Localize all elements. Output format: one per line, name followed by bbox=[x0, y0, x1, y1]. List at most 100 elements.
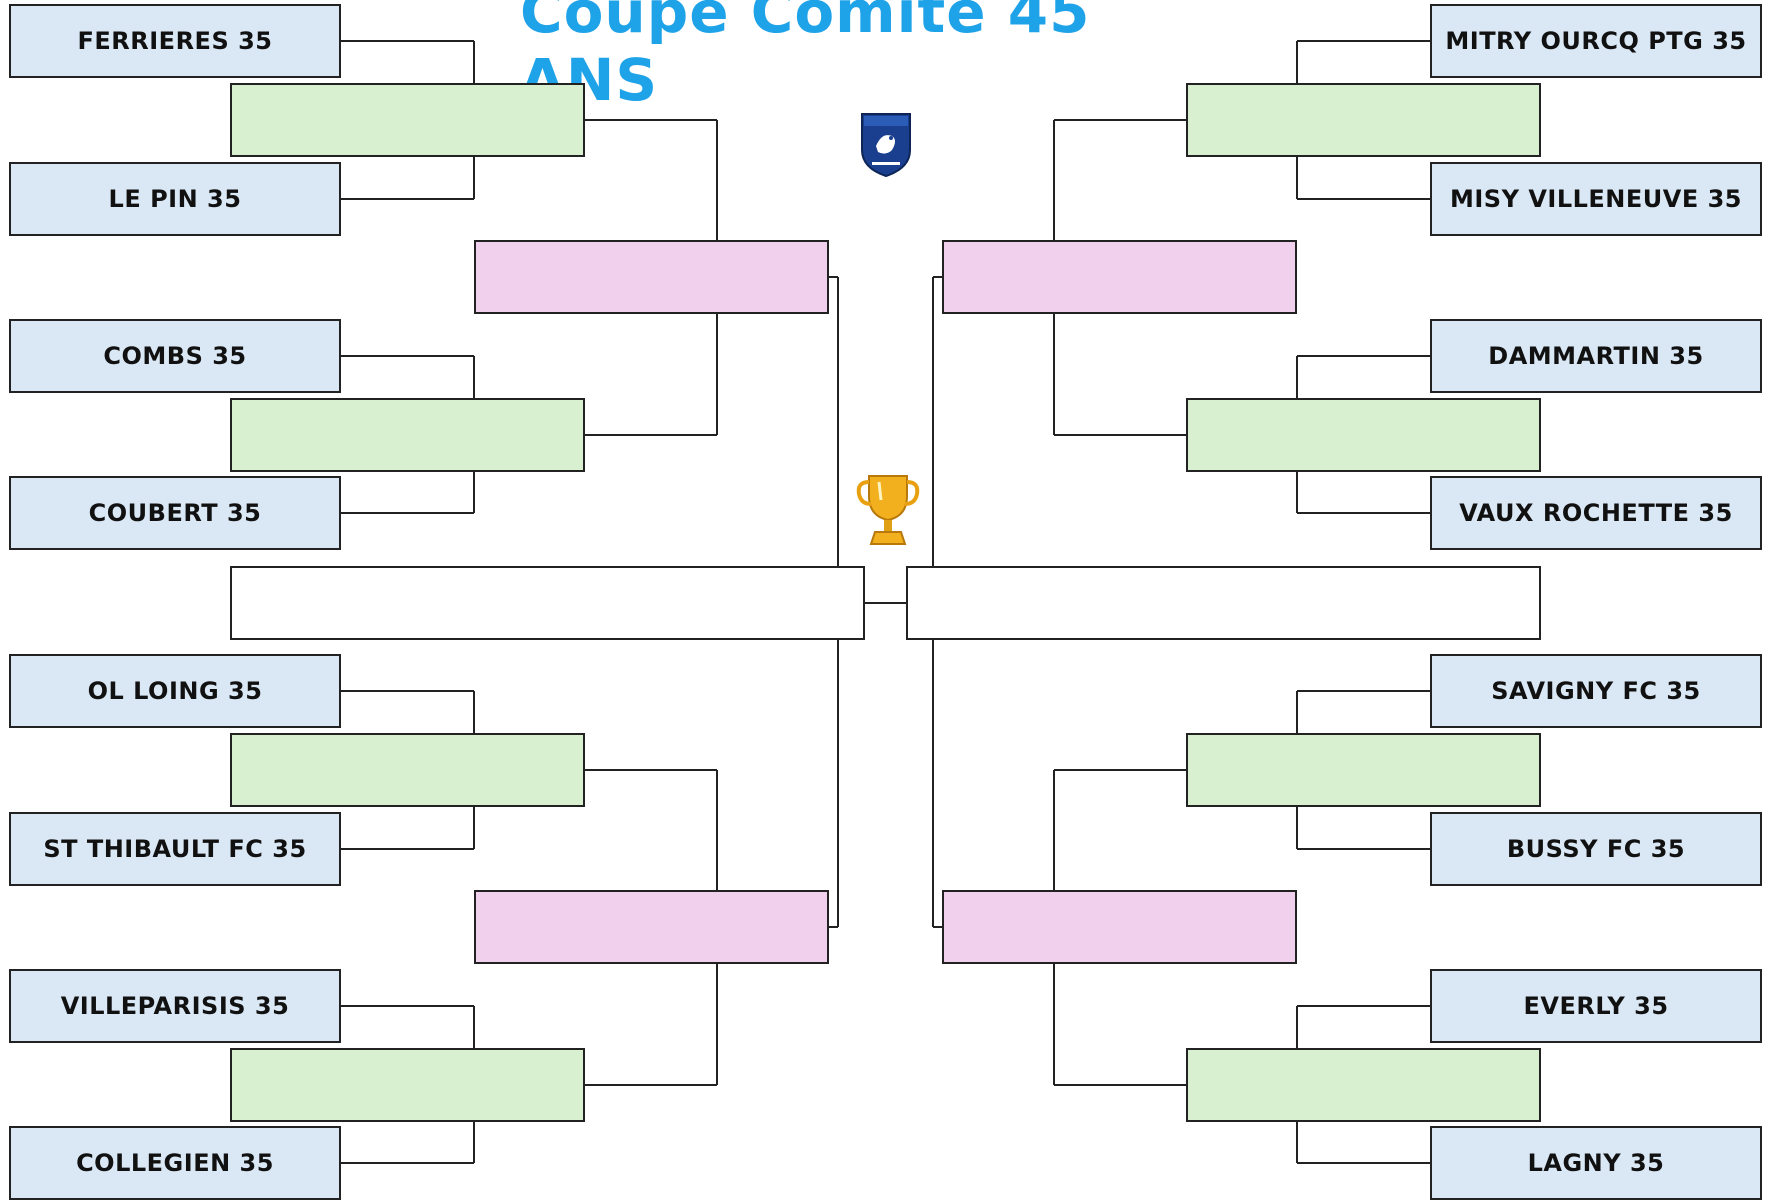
connector-r2-h-right-4 bbox=[1054, 1084, 1186, 1086]
connector-r1-h-right-4 bbox=[1297, 512, 1430, 514]
connector-r1-h-right-8 bbox=[1297, 1162, 1430, 1164]
connector-r1-v-right-6 bbox=[1296, 807, 1298, 849]
trophy-icon bbox=[856, 475, 920, 545]
team-box-right-2-label: MISY VILLENEUVE 35 bbox=[1449, 185, 1742, 213]
connector-r1-v-left-6 bbox=[473, 807, 475, 849]
connector-r2-h-right-1 bbox=[1054, 119, 1186, 121]
team-box-left-7-label: VILLEPARISIS 35 bbox=[60, 992, 290, 1020]
team-box-right-4: VAUX ROCHETTE 35 bbox=[1430, 476, 1762, 550]
round2-box-right-1 bbox=[1186, 83, 1541, 157]
team-box-right-1: MITRY OURCQ PTG 35 bbox=[1430, 4, 1762, 78]
round3-box-left-1 bbox=[474, 240, 829, 314]
team-box-right-2: MISY VILLENEUVE 35 bbox=[1430, 162, 1762, 236]
connector-r3-h-right-1 bbox=[933, 276, 942, 278]
connector-r3-v-left-1 bbox=[837, 277, 839, 566]
team-box-left-3: COMBS 35 bbox=[9, 319, 341, 393]
connector-r2-v-left-4 bbox=[716, 964, 718, 1085]
round3-box-right-2 bbox=[942, 890, 1297, 964]
team-box-left-6-label: ST THIBAULT FC 35 bbox=[43, 835, 307, 863]
connector-r2-v-left-2 bbox=[716, 314, 718, 435]
team-box-left-2: LE PIN 35 bbox=[9, 162, 341, 236]
team-box-right-6-label: BUSSY FC 35 bbox=[1506, 835, 1686, 863]
team-box-right-6: BUSSY FC 35 bbox=[1430, 812, 1762, 886]
connector-r2-v-left-3 bbox=[716, 770, 718, 890]
connector-r1-v-right-3 bbox=[1296, 356, 1298, 398]
team-box-right-4-label: VAUX ROCHETTE 35 bbox=[1459, 499, 1733, 527]
team-box-right-5: SAVIGNY FC 35 bbox=[1430, 654, 1762, 728]
connector-r1-h-left-6 bbox=[341, 848, 474, 850]
connector-r3-h-right-2 bbox=[933, 926, 942, 928]
connector-r1-v-right-4 bbox=[1296, 472, 1298, 513]
team-box-left-7: VILLEPARISIS 35 bbox=[9, 969, 341, 1043]
connector-r2-h-right-2 bbox=[1054, 434, 1186, 436]
connector-r1-v-right-8 bbox=[1296, 1122, 1298, 1163]
connector-r1-v-left-2 bbox=[473, 157, 475, 199]
team-box-left-6: ST THIBAULT FC 35 bbox=[9, 812, 341, 886]
round2-box-right-3 bbox=[1186, 733, 1541, 807]
team-box-left-4: COUBERT 35 bbox=[9, 476, 341, 550]
team-box-left-5-label: OL LOING 35 bbox=[87, 677, 263, 705]
connector-r1-v-right-5 bbox=[1296, 691, 1298, 733]
team-box-left-2-label: LE PIN 35 bbox=[108, 185, 242, 213]
connector-r2-h-left-3 bbox=[585, 769, 717, 771]
team-box-left-5: OL LOING 35 bbox=[9, 654, 341, 728]
connector-r2-v-right-4 bbox=[1053, 964, 1055, 1085]
round2-box-right-4 bbox=[1186, 1048, 1541, 1122]
round2-box-left-1 bbox=[230, 83, 585, 157]
team-box-right-3: DAMMARTIN 35 bbox=[1430, 319, 1762, 393]
connector-r2-v-right-3 bbox=[1053, 770, 1055, 890]
connector-r1-h-left-5 bbox=[341, 690, 474, 692]
connector-r2-v-left-1 bbox=[716, 120, 718, 240]
connector-r1-v-left-3 bbox=[473, 356, 475, 398]
connector-r1-v-left-7 bbox=[473, 1006, 475, 1048]
final-box-left bbox=[230, 566, 865, 640]
connector-r1-h-left-4 bbox=[341, 512, 474, 514]
connector-r1-h-right-2 bbox=[1297, 198, 1430, 200]
round3-box-right-1 bbox=[942, 240, 1297, 314]
connector-r1-h-left-2 bbox=[341, 198, 474, 200]
connector-r3-h-left-1 bbox=[829, 276, 838, 278]
connector-r1-h-right-3 bbox=[1297, 355, 1430, 357]
round2-box-left-3 bbox=[230, 733, 585, 807]
connector-r2-h-left-4 bbox=[585, 1084, 717, 1086]
connector-r1-h-right-6 bbox=[1297, 848, 1430, 850]
page-title: Coupe Comité 45 ANS bbox=[520, 0, 1091, 114]
connector-r3-v-left-2 bbox=[837, 640, 839, 927]
team-box-left-1: FERRIERES 35 bbox=[9, 4, 341, 78]
connector-r1-h-right-7 bbox=[1297, 1005, 1430, 1007]
connector-r1-v-left-1 bbox=[473, 41, 475, 83]
team-box-right-7: EVERLY 35 bbox=[1430, 969, 1762, 1043]
team-box-left-8-label: COLLEGIEN 35 bbox=[76, 1149, 274, 1177]
connector-r1-v-left-4 bbox=[473, 472, 475, 513]
team-box-left-1-label: FERRIERES 35 bbox=[77, 27, 273, 55]
connector-r2-h-left-2 bbox=[585, 434, 717, 436]
connector-r1-v-left-5 bbox=[473, 691, 475, 733]
team-box-right-3-label: DAMMARTIN 35 bbox=[1488, 342, 1704, 370]
connector-r2-v-right-2 bbox=[1053, 314, 1055, 435]
team-box-left-8: COLLEGIEN 35 bbox=[9, 1126, 341, 1200]
connector-r2-h-left-1 bbox=[585, 119, 717, 121]
team-box-right-8-label: LAGNY 35 bbox=[1527, 1149, 1665, 1177]
team-box-right-5-label: SAVIGNY FC 35 bbox=[1491, 677, 1701, 705]
connector-r1-v-right-7 bbox=[1296, 1006, 1298, 1048]
connector-r1-h-left-1 bbox=[341, 40, 474, 42]
connector-r1-v-right-2 bbox=[1296, 157, 1298, 199]
connector-r1-v-right-1 bbox=[1296, 41, 1298, 83]
team-box-left-4-label: COUBERT 35 bbox=[88, 499, 262, 527]
connector-r2-h-right-3 bbox=[1054, 769, 1186, 771]
connector-r1-h-left-8 bbox=[341, 1162, 474, 1164]
team-box-right-8: LAGNY 35 bbox=[1430, 1126, 1762, 1200]
round2-box-left-2 bbox=[230, 398, 585, 472]
round2-box-right-2 bbox=[1186, 398, 1541, 472]
connector-r3-h-left-2 bbox=[829, 926, 838, 928]
connector-final-center bbox=[865, 602, 906, 604]
round2-box-left-4 bbox=[230, 1048, 585, 1122]
connector-r3-v-right-1 bbox=[932, 277, 934, 566]
team-box-right-1-label: MITRY OURCQ PTG 35 bbox=[1445, 27, 1747, 55]
connector-r1-h-right-1 bbox=[1297, 40, 1430, 42]
connector-r1-h-left-3 bbox=[341, 355, 474, 357]
team-box-right-7-label: EVERLY 35 bbox=[1523, 992, 1669, 1020]
connector-r3-v-right-2 bbox=[932, 640, 934, 927]
final-box-right bbox=[906, 566, 1541, 640]
